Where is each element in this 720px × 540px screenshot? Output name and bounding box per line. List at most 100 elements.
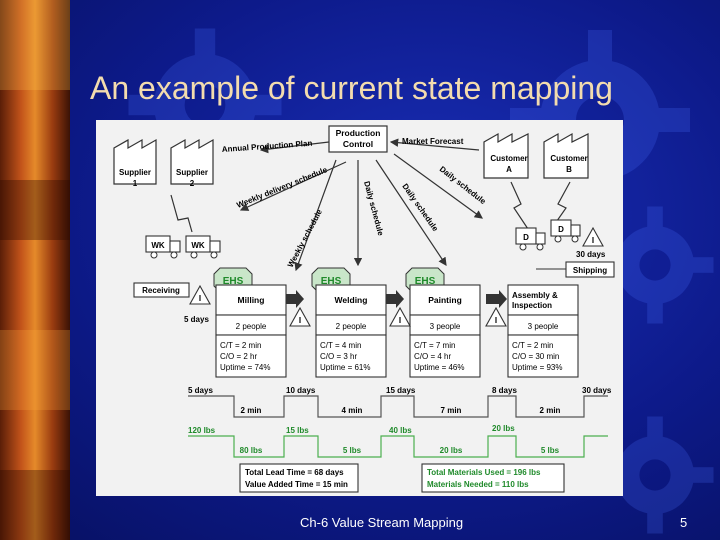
process-name: Welding xyxy=(335,295,368,305)
timeline-minutes: 7 min xyxy=(441,406,462,415)
push-arrow-icon xyxy=(286,290,304,308)
page-number: 5 xyxy=(680,515,688,530)
total-materials: Total Materials Used = 196 lbs xyxy=(427,468,541,477)
inventory-triangle-icon xyxy=(485,306,507,327)
timeline-days: 30 days xyxy=(582,386,612,395)
slide-footer: Ch-6 Value Stream Mapping xyxy=(300,515,464,530)
process-cycle-time: C/T = 2 min xyxy=(512,341,553,350)
process-cycle-time: C/T = 7 min xyxy=(414,341,455,350)
truck-icon xyxy=(550,219,581,243)
process-box xyxy=(215,284,287,378)
timeline-minutes: 4 min xyxy=(342,406,363,415)
material-lower: 20 lbs xyxy=(440,446,463,455)
process-changeover: C/O = 4 hr xyxy=(414,352,451,361)
material-upper: 40 lbs xyxy=(389,426,412,435)
timeline-days: 8 days xyxy=(492,386,517,395)
receiving-box xyxy=(133,282,190,298)
process-changeover: C/O = 2 hr xyxy=(220,352,257,361)
process-people: 3 people xyxy=(528,322,559,331)
inventory-symbol: I xyxy=(399,316,401,325)
process-uptime: Uptime = 74% xyxy=(220,363,270,372)
market-forecast-label: Market Forecast xyxy=(402,137,464,146)
decorative-side-strip xyxy=(0,0,70,540)
annual-plan-label: Annual Production Plan xyxy=(222,139,313,154)
process-name: Milling xyxy=(238,295,265,305)
inventory-triangle-icon xyxy=(582,226,604,247)
supplier-1-factory xyxy=(113,138,157,185)
process-cycle-time: C/T = 2 min xyxy=(220,341,261,350)
customer-a-label: Customer xyxy=(490,154,527,163)
production-control-box xyxy=(328,125,388,153)
shipping-days: 30 days xyxy=(576,250,606,259)
material-lower: 5 lbs xyxy=(541,446,560,455)
customer-b-factory xyxy=(543,132,589,179)
value-added-time: Value Added Time = 15 min xyxy=(245,480,348,489)
material-lower: 5 lbs xyxy=(343,446,362,455)
process-changeover: C/O = 3 hr xyxy=(320,352,357,361)
value-stream-map: Production Control Annual Production Pla… xyxy=(96,120,623,496)
production-control-label: Production xyxy=(336,128,381,138)
supplier-2-factory xyxy=(170,138,214,185)
receiving-days: 5 days xyxy=(184,315,209,324)
inventory-triangle-icon xyxy=(189,284,211,305)
materials-needed: Materials Needed = 110 lbs xyxy=(427,480,529,489)
weekly-schedule-label: Weekly schedule xyxy=(286,207,324,269)
receiving-label: Receiving xyxy=(142,286,180,295)
ehs-label: EHS xyxy=(321,276,342,287)
process-name: Painting xyxy=(428,295,462,305)
inventory-triangle-icon xyxy=(289,306,311,327)
inventory-symbol: I xyxy=(495,316,497,325)
inventory-symbol: I xyxy=(592,236,594,245)
timeline-days: 5 days xyxy=(188,386,213,395)
truck-icon xyxy=(145,235,181,259)
truck-frequency-label: WK xyxy=(191,241,205,250)
truck-icon xyxy=(185,235,221,259)
material-upper: 15 lbs xyxy=(286,426,309,435)
push-arrow-icon xyxy=(486,290,507,308)
material-upper: 120 lbs xyxy=(188,426,216,435)
production-control-label: Control xyxy=(343,139,373,149)
process-changeover: C/O = 30 min xyxy=(512,352,559,361)
customer-a-factory xyxy=(483,132,529,179)
process-uptime: Uptime = 46% xyxy=(414,363,464,372)
material-ladder xyxy=(188,435,608,458)
daily-schedule-label: Daily schedule xyxy=(362,180,385,237)
supplier-2-label: Supplier xyxy=(176,168,208,177)
materials-summary-box xyxy=(421,463,565,493)
process-people: 2 people xyxy=(236,322,267,331)
lead-time-summary-box xyxy=(239,463,359,493)
supplier-1-label: 1 xyxy=(133,179,138,188)
total-lead-time: Total Lead Time = 68 days xyxy=(245,468,344,477)
customer-b-label: Customer xyxy=(550,154,587,163)
truck-frequency-label: WK xyxy=(151,241,165,250)
process-uptime: Uptime = 61% xyxy=(320,363,370,372)
material-lower: 80 lbs xyxy=(240,446,263,455)
truck-frequency-label: D xyxy=(558,225,564,234)
truck-frequency-label: D xyxy=(523,233,529,242)
lead-time-ladder xyxy=(188,395,608,418)
timeline-minutes: 2 min xyxy=(241,406,262,415)
inventory-symbol: I xyxy=(299,316,301,325)
process-name: Assembly &Inspection xyxy=(512,291,558,310)
push-arrow-icon xyxy=(386,290,404,308)
timeline-days: 10 days xyxy=(286,386,316,395)
process-box xyxy=(507,284,579,378)
material-upper: 20 lbs xyxy=(492,424,515,433)
customer-b-label: B xyxy=(566,165,572,174)
process-people: 3 people xyxy=(430,322,461,331)
ehs-label: EHS xyxy=(223,276,244,287)
weekly-delivery-label: Weekly delivery schedule xyxy=(235,165,329,210)
process-uptime: Uptime = 93% xyxy=(512,363,562,372)
process-cycle-time: C/T = 4 min xyxy=(320,341,361,350)
ehs-label: EHS xyxy=(415,276,436,287)
supplier-1-label: Supplier xyxy=(119,168,151,177)
inventory-symbol: I xyxy=(199,294,201,303)
slide-title: An example of current state mapping xyxy=(90,70,613,106)
timeline-days: 15 days xyxy=(386,386,416,395)
daily-schedule-label: Daily schedule xyxy=(438,164,488,206)
vsm-diagram: Production Control Annual Production Pla… xyxy=(113,125,615,493)
process-people: 2 people xyxy=(336,322,367,331)
truck-icon xyxy=(515,227,546,251)
process-box xyxy=(315,284,387,378)
timeline-minutes: 2 min xyxy=(540,406,561,415)
